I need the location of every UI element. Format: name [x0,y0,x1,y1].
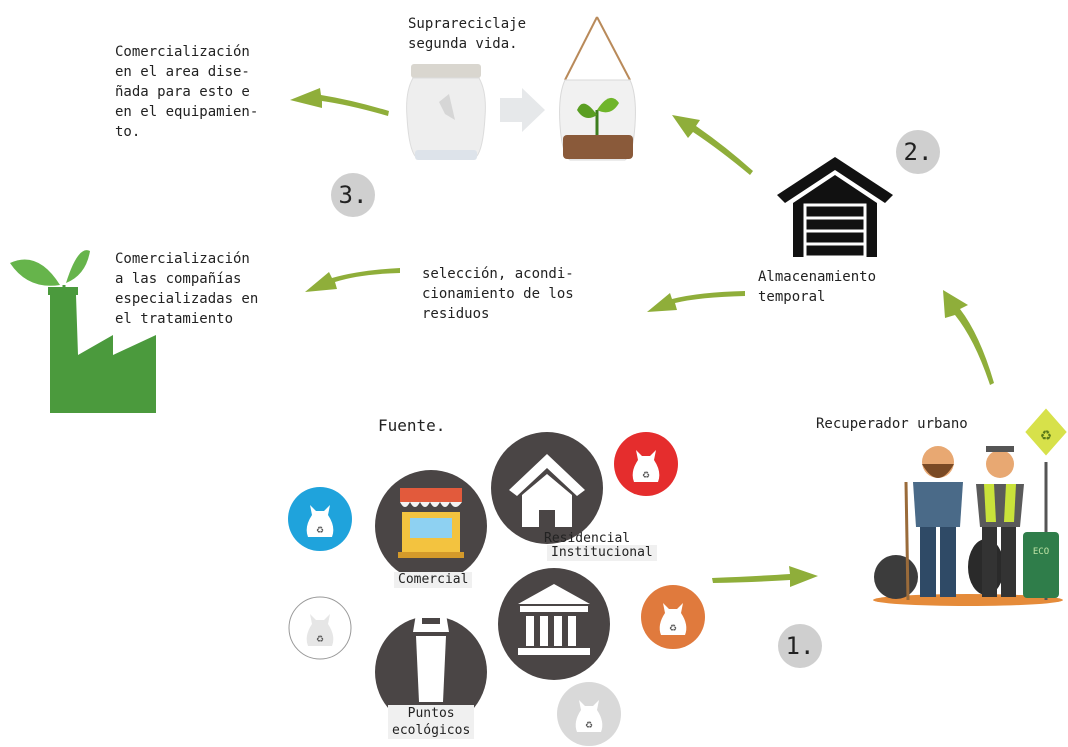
label-puntos-ecologicos: Puntos ecológicos [388,705,475,739]
house-circle [491,432,603,544]
recyclers-illustration: ♻ ECO [873,405,1068,606]
source-circles [375,432,610,728]
terrarium-icon [559,16,636,161]
arrow-to-storage [943,290,994,385]
recycle-bag-icon: ♻ [288,596,352,660]
storage-text: Almacenamiento temporal [758,269,877,305]
step-3-badge: 3. [331,173,375,217]
arrow-to-commerce-area [290,88,389,116]
jar-to-terrarium-arrow [500,88,545,132]
recycle-bag-icon: ♻ [288,487,352,551]
jar-icon [406,64,486,160]
svg-text:ECO: ECO [1033,547,1049,557]
arrow-to-recycler [712,566,818,587]
recycler-title: Recuperador urbano [816,416,968,432]
arrow-to-selection [647,291,745,312]
commerce-companies-text: Comercialización a las compañías especia… [115,251,259,327]
svg-text:♻: ♻ [585,717,592,731]
shop-circle [375,470,487,582]
house-icon [509,454,585,496]
commerce-area-text: Comercialización en el area dise- ñada p… [115,44,259,140]
label-residencial: Residencial [544,531,631,546]
label-institucional: Institucional [547,545,657,561]
step-1-badge: 1. [778,624,822,668]
svg-text:♻: ♻ [316,631,323,645]
bank-circle [498,568,610,680]
recycle-bag-icon: ♻ [641,585,705,649]
bin-circle [375,614,487,728]
step-2-badge: 2. [896,130,940,174]
arrow-to-terrarium [672,115,753,175]
garage-icon [777,157,893,258]
factory-icon [10,250,156,413]
svg-text:♻: ♻ [1041,424,1052,445]
arrow-to-companies [305,268,400,292]
recycle-bag-icon: ♻ [557,682,621,746]
selection-text: selección, acondi- cionamiento de los re… [422,266,574,322]
recycle-bag-icon: ♻ [614,432,678,496]
svg-text:♻: ♻ [642,467,649,481]
upcycle-title: Suprareciclaje segunda vida. [408,16,527,52]
svg-text:♻: ♻ [669,620,676,634]
source-title: Fuente. [378,416,446,435]
svg-text:♻: ♻ [316,522,323,536]
label-comercial: Comercial [394,572,473,588]
